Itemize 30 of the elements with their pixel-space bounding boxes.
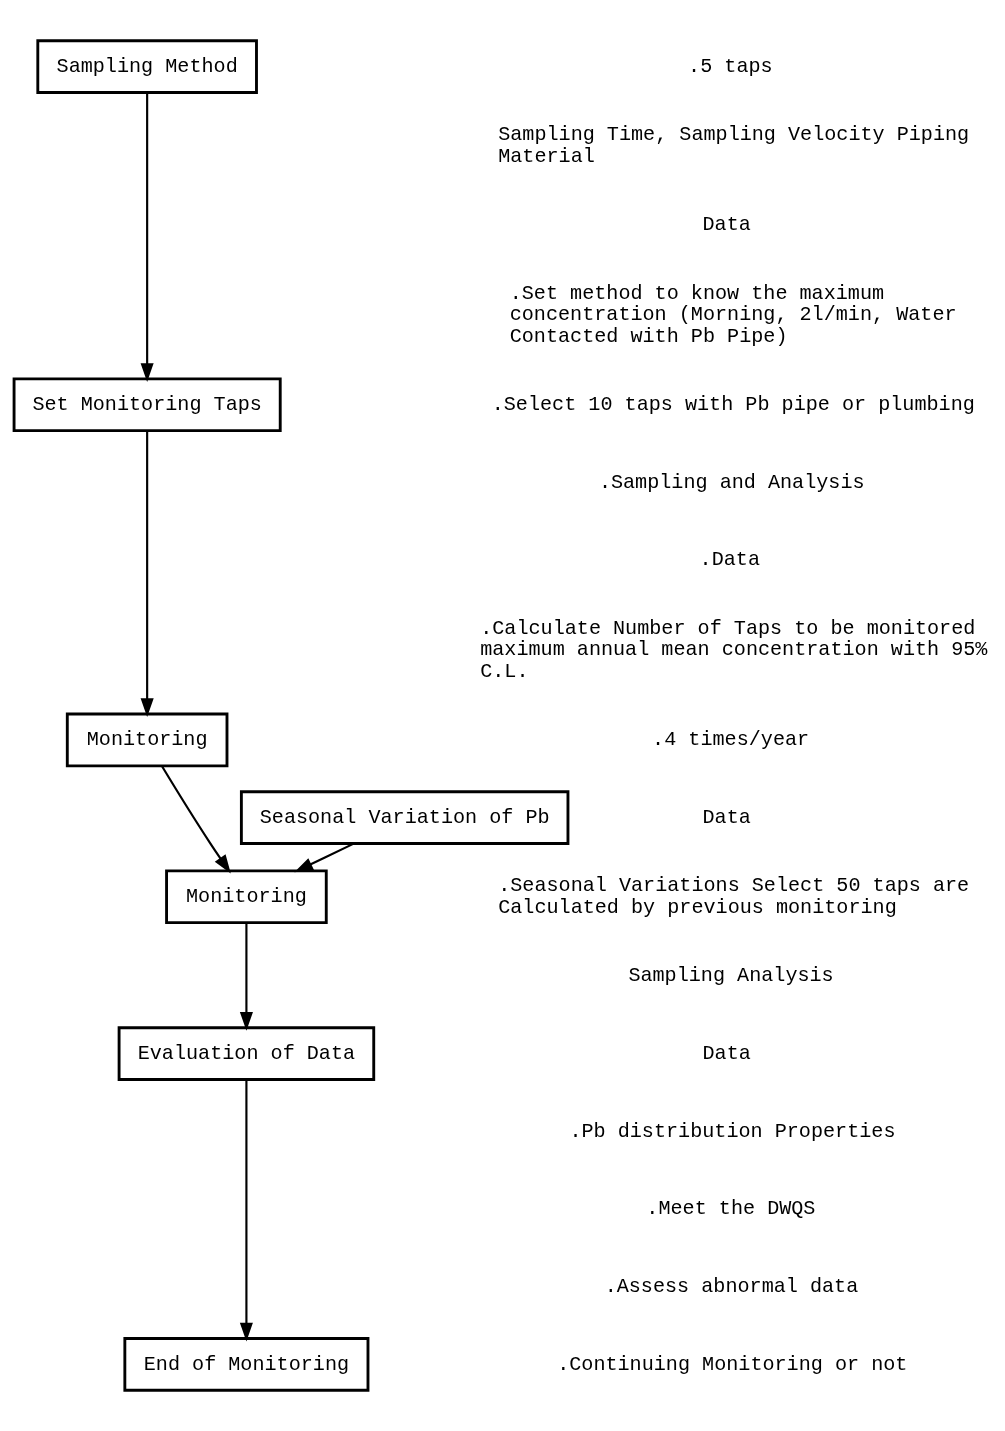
arrow — [160, 765, 231, 874]
arrow — [239, 1079, 253, 1342]
label: .Calculate Number of Taps to be monitored maximum annual mean concentration with 95% C.L. — [480, 616, 988, 683]
label: .Sampling and Analysis — [598, 470, 865, 494]
node-box: Evaluation of Data — [117, 1026, 376, 1081]
label: Data — [702, 805, 751, 829]
node-box: Monitoring — [165, 869, 328, 925]
node-box: Monitoring — [65, 712, 229, 768]
node-box: End of Monitoring — [123, 1337, 370, 1392]
label: .Data — [699, 548, 760, 572]
label: .5 taps — [688, 54, 773, 78]
node-box: Seasonal Variation of Pb — [239, 790, 570, 845]
arrow — [239, 922, 253, 1031]
label: Sampling Time, Sampling Velocity Piping Material — [498, 123, 970, 168]
label: Data — [702, 1041, 751, 1065]
label: .Set method to know the maximum concentration (Morning, 2l/min, Water Contacted with Pb Pipe) — [509, 281, 957, 348]
node-box: Set Monitoring Taps — [12, 377, 282, 433]
label: .4 times/year — [652, 728, 810, 752]
label: .Select 10 taps with Pb pipe or plumbing — [491, 393, 975, 417]
label: .Meet the DWQS — [646, 1197, 816, 1221]
label: .Assess abnormal data — [604, 1274, 859, 1298]
label: Sampling Analysis — [628, 964, 834, 988]
label: .Pb distribution Properties — [569, 1119, 896, 1143]
arrow — [140, 92, 154, 382]
label: .Seasonal Variations Select 50 taps are Calculated by previous monitoring — [498, 874, 970, 919]
node-box: Sampling Method — [36, 39, 258, 94]
label: Data — [702, 213, 751, 237]
arrow — [140, 431, 154, 717]
arrow — [294, 842, 355, 873]
label: .Continuing Monitoring or not — [557, 1352, 908, 1376]
